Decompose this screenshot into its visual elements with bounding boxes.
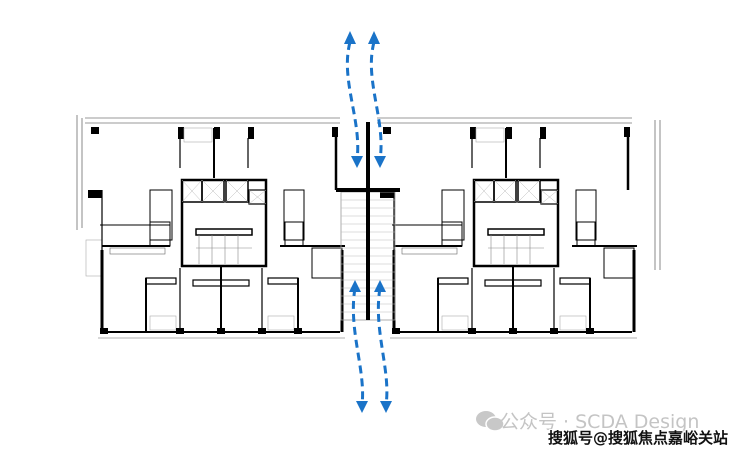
- wechat-icon: [476, 411, 505, 432]
- left-wing: [83, 116, 347, 340]
- left-stair: [85, 239, 103, 277]
- right-wing: [375, 116, 639, 340]
- watermark-source: 搜狐号@搜狐焦点嘉峪关站: [548, 429, 729, 447]
- airflow-arrow-bottom-right: [376, 287, 389, 406]
- airflow-arrow-bottom-left: [351, 287, 365, 406]
- watermark-account: 公众号 · SCDA Design: [500, 411, 700, 433]
- airflow-arrow-top-left: [345, 41, 360, 161]
- airflow-arrow-top-right: [369, 41, 383, 161]
- airflow-arrows: [345, 41, 389, 406]
- arrowheads: [344, 31, 392, 413]
- central-staircase: [336, 122, 400, 321]
